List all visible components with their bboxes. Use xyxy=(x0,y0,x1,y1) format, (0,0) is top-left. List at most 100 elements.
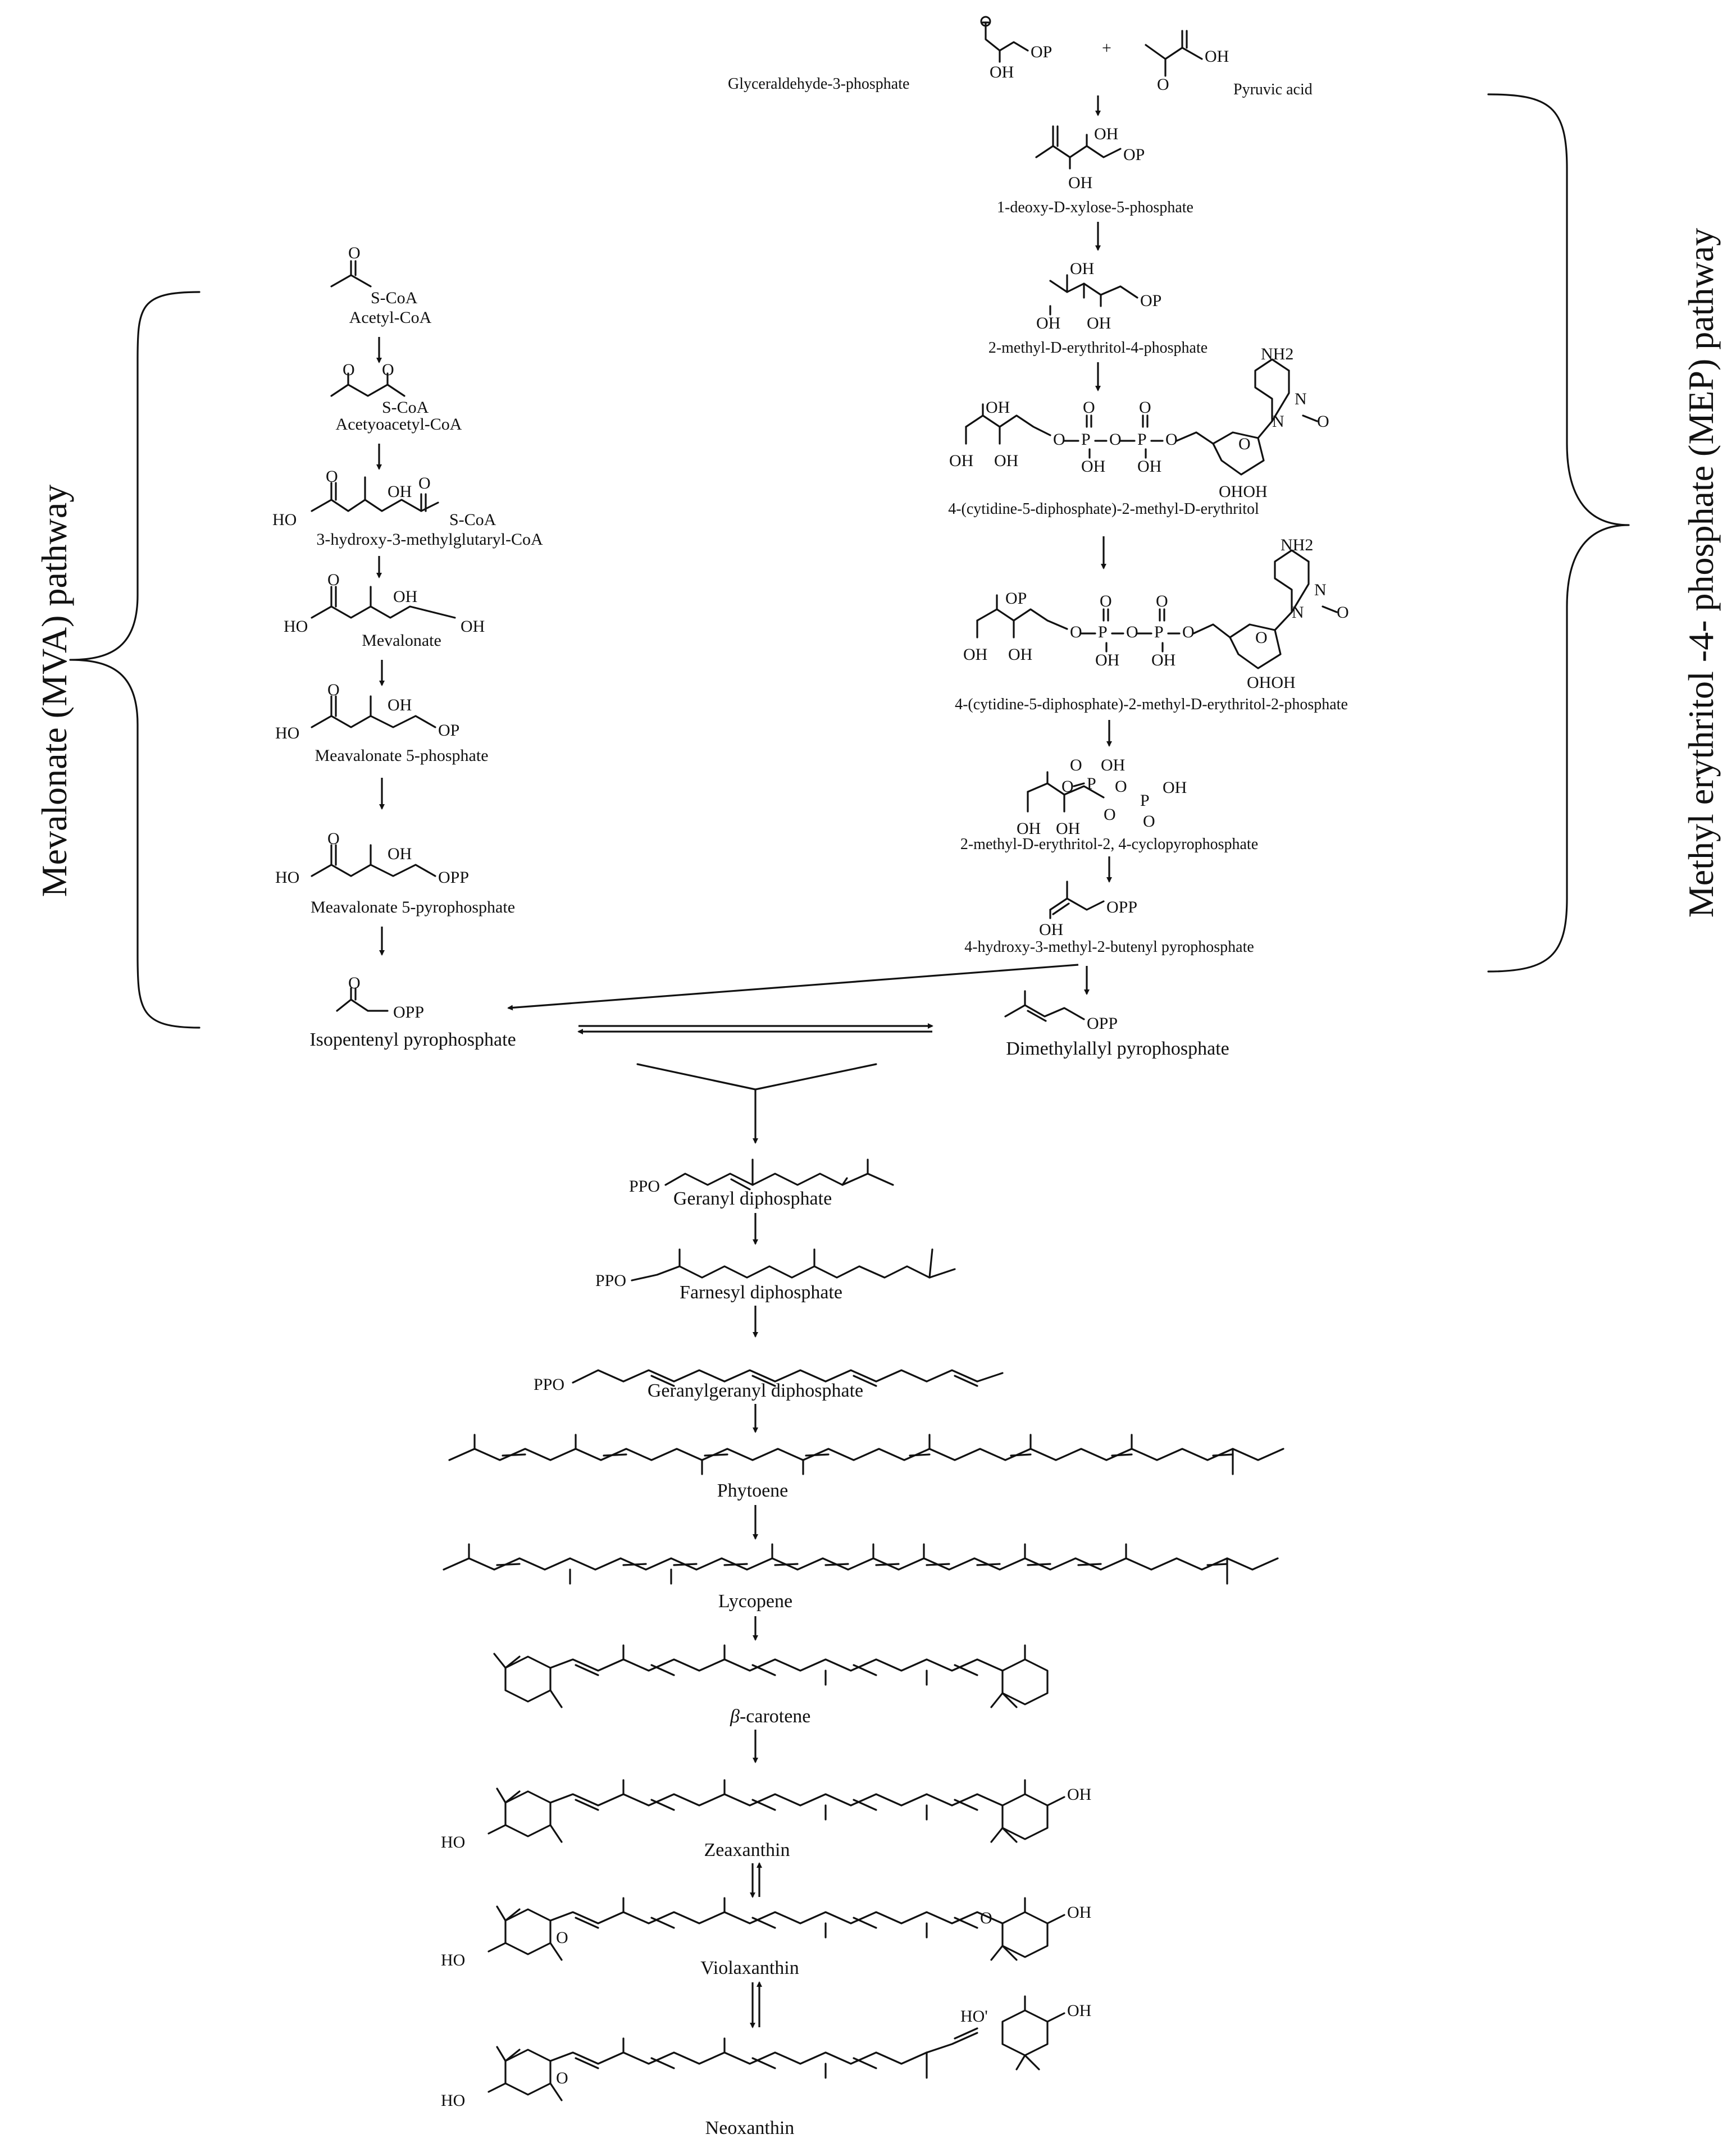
svg-text:O: O xyxy=(1156,592,1168,610)
svg-text:O: O xyxy=(327,681,340,699)
svg-text:OH: OH xyxy=(393,587,417,606)
svg-text:O: O xyxy=(1337,603,1349,622)
dmapp-structure: OPP xyxy=(1004,990,1118,1033)
svg-text:S-CoA: S-CoA xyxy=(382,398,429,417)
svg-text:O: O xyxy=(1109,430,1122,449)
hmg-coa-label: 3-hydroxy-3-methylglutaryl-CoA xyxy=(316,530,543,549)
svg-text:OHOH: OHOH xyxy=(1247,673,1296,692)
svg-text:O: O xyxy=(1104,805,1116,824)
svg-text:OH: OH xyxy=(388,696,412,714)
svg-text:O: O xyxy=(1317,412,1329,431)
svg-text:OPP: OPP xyxy=(1106,898,1137,916)
svg-text:OH: OH xyxy=(1101,756,1125,774)
svg-text:HO': HO' xyxy=(960,2007,988,2026)
svg-text:OH: OH xyxy=(1008,645,1032,664)
svg-text:N: N xyxy=(1295,390,1307,408)
svg-text:OH: OH xyxy=(1087,314,1111,332)
svg-text:OP: OP xyxy=(1031,43,1052,61)
svg-text:OH: OH xyxy=(963,645,987,664)
svg-text:P: P xyxy=(1154,623,1164,641)
mev5p-label: Meavalonate 5-phosphate xyxy=(315,746,488,765)
svg-text:OP: OP xyxy=(1140,291,1161,310)
mecpp-structure: O P O OH O P OH O O OH OH xyxy=(1017,756,1187,838)
zeaxanthin-structure: HO OH xyxy=(441,1779,1091,1851)
neoxanthin-structure: O HO' HO OH xyxy=(441,1995,1091,2110)
mep-label: 2-methyl-D-erythritol-4-phosphate xyxy=(988,339,1208,357)
svg-text:O: O xyxy=(1053,430,1065,449)
svg-text:OH: OH xyxy=(388,482,412,501)
svg-text:OH: OH xyxy=(388,845,412,863)
convergence-lines xyxy=(636,1063,877,1091)
svg-text:O: O xyxy=(556,1928,568,1947)
mecpp-label: 2-methyl-D-erythritol-2, 4-cyclopyrophos… xyxy=(960,836,1258,853)
svg-text:O: O xyxy=(327,571,340,589)
svg-text:OH: OH xyxy=(1163,778,1187,797)
cdpme-label: 4-(cytidine-5-diphosphate)-2-methyl-D-er… xyxy=(948,500,1259,518)
svg-text:HO: HO xyxy=(441,1951,465,1969)
svg-text:N: N xyxy=(1314,581,1327,599)
ipp-structure: O OPP xyxy=(336,974,424,1021)
svg-text:OH: OH xyxy=(1067,1903,1091,1922)
svg-text:OH: OH xyxy=(1067,2001,1091,2020)
svg-text:OHOH: OHOH xyxy=(1219,482,1268,501)
mep-brace xyxy=(1487,93,1630,973)
svg-text:N: N xyxy=(1272,412,1284,431)
svg-text:O: O xyxy=(980,1909,992,1927)
svg-text:OH: OH xyxy=(1081,457,1105,476)
svg-text:OP: OP xyxy=(1005,589,1027,608)
ipp-label: Isopentenyl pyrophosphate xyxy=(309,1029,516,1050)
dmapp-label: Dimethylallyl pyrophosphate xyxy=(1006,1038,1229,1059)
svg-text:PPO: PPO xyxy=(629,1177,660,1196)
phytoene-structure xyxy=(448,1434,1284,1475)
svg-text:O: O xyxy=(1070,623,1082,641)
svg-text:OH: OH xyxy=(1056,819,1080,838)
svg-text:O: O xyxy=(1143,812,1155,831)
svg-text:HO: HO xyxy=(272,510,297,529)
gpp-structure: PPO xyxy=(629,1159,894,1196)
svg-text:O: O xyxy=(1139,398,1151,417)
beta-carotene-structure xyxy=(493,1644,1049,1708)
svg-text:O: O xyxy=(343,361,355,379)
svg-text:OH: OH xyxy=(1095,651,1119,669)
svg-text:N: N xyxy=(1292,603,1304,622)
svg-text:O: O xyxy=(1238,435,1251,453)
svg-text:OH: OH xyxy=(1036,314,1060,332)
mva-pathway-label: Mevalonate (MVA) pathway xyxy=(34,485,74,897)
svg-text:OP: OP xyxy=(438,721,459,740)
mep-structure: OH OH OH OP xyxy=(1036,259,1161,332)
svg-text:OH: OH xyxy=(949,451,973,470)
svg-text:O: O xyxy=(556,2069,568,2087)
acetoacetyl-coa-structure: O O S-CoA xyxy=(330,361,429,417)
svg-text:HO: HO xyxy=(441,2091,465,2110)
mev5pp-structure: O OH HO OPP xyxy=(275,829,469,887)
svg-text:O: O xyxy=(382,361,394,379)
svg-text:OH: OH xyxy=(1070,259,1094,278)
svg-text:S-CoA: S-CoA xyxy=(371,289,418,307)
lycopene-label: Lycopene xyxy=(718,1591,792,1612)
fpp-structure: PPO xyxy=(595,1248,956,1290)
mev5pp-label: Meavalonate 5-pyrophosphate xyxy=(311,898,515,916)
svg-text:O: O xyxy=(1157,75,1169,94)
plus-sign: + xyxy=(1102,39,1111,57)
svg-text:NH2: NH2 xyxy=(1261,345,1293,363)
g3p-label: Glyceraldehyde-3-phosphate xyxy=(728,75,909,93)
svg-text:OH: OH xyxy=(1017,819,1041,838)
hmg-coa-structure: O OH O HO S-CoA xyxy=(272,467,496,529)
svg-text:O: O xyxy=(1100,592,1112,610)
g3p-structure: OP OH xyxy=(980,16,1052,81)
svg-text:PPO: PPO xyxy=(595,1271,626,1290)
svg-text:O: O xyxy=(1126,623,1138,641)
gpp-label: Geranyl diphosphate xyxy=(673,1188,832,1209)
svg-text:O: O xyxy=(418,474,431,492)
cdpmep-structure: OP OH OH O P O OH O P O OH O O OHOH N N … xyxy=(963,536,1349,692)
svg-text:P: P xyxy=(1140,791,1150,810)
svg-text:OH: OH xyxy=(1094,125,1118,143)
svg-text:PPO: PPO xyxy=(534,1375,564,1394)
zeaxanthin-label: Zeaxanthin xyxy=(704,1840,790,1860)
hmbpp-structure: OPP OH xyxy=(1039,881,1137,939)
arrow-to-ipp xyxy=(507,964,1079,1011)
neoxanthin-label: Neoxanthin xyxy=(705,2118,795,2138)
cdpme-structure: OH OH OH O P O OH O P O OH O O OHOH N N … xyxy=(949,345,1329,501)
lycopene-structure xyxy=(443,1543,1279,1585)
